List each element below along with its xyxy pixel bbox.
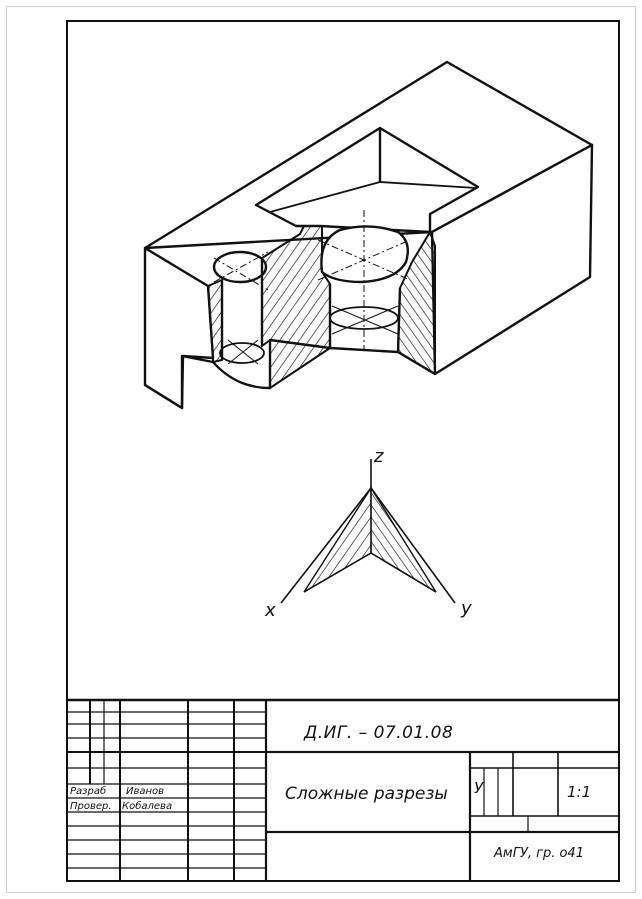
section-face-left — [207, 279, 223, 363]
part-bottom-profile — [144, 338, 436, 410]
top-pocket — [254, 126, 480, 234]
left-hole — [212, 250, 269, 365]
organization: АмГУ, гр. о41 — [494, 846, 584, 861]
stage-letter: У — [474, 779, 484, 797]
drawing-designation: Д.ИГ. – 07.01.08 — [304, 723, 454, 743]
isometric-part — [143, 60, 594, 410]
axis-x-label: x — [265, 600, 276, 621]
drawing-title: Сложные разрезы — [285, 784, 448, 804]
part-left-end-face — [143, 246, 215, 410]
axis-z-label: z — [374, 446, 384, 467]
axis-y — [370, 487, 456, 604]
drawing-frame — [66, 20, 620, 882]
checked-role: Провер. — [70, 801, 112, 812]
center-hole — [317, 210, 411, 353]
developed-name: Иванов — [126, 786, 165, 797]
axes-diagram — [280, 459, 456, 604]
title-block-grid — [66, 698, 620, 882]
hatch-triangle-left — [303, 485, 372, 593]
axis-y-label: y — [461, 598, 472, 619]
sheet-outer-border — [6, 6, 636, 893]
section-face-center — [261, 225, 331, 389]
checked-name: Кобалева — [122, 801, 173, 812]
hatch-triangle-right — [370, 485, 437, 593]
axis-x — [280, 487, 372, 604]
developed-role: Разраб — [70, 786, 107, 797]
drawing-scale: 1:1 — [567, 783, 592, 801]
